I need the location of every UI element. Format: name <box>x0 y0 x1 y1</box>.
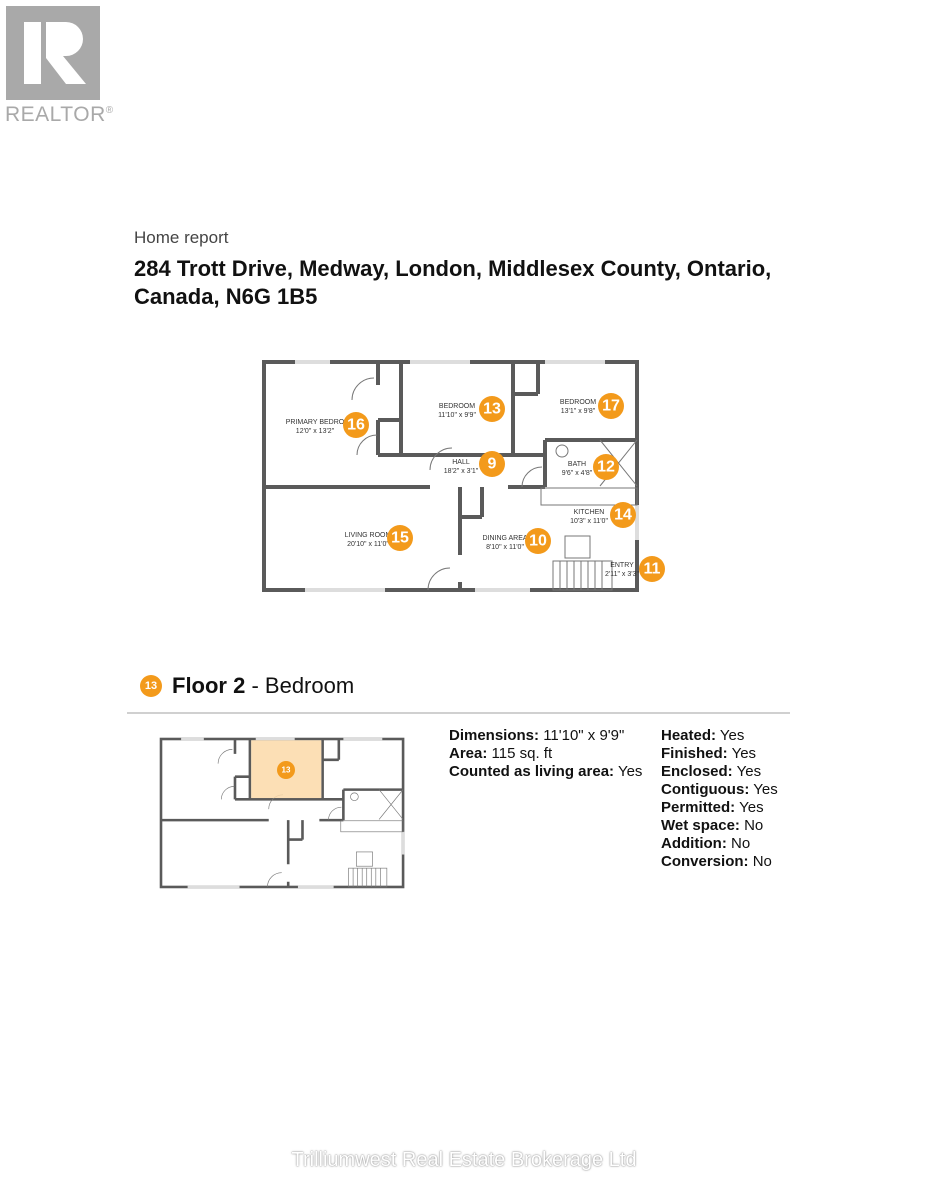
room-badge-number: 15 <box>391 530 409 547</box>
detail-key: Contiguous: <box>661 781 750 798</box>
room-badge-number: 17 <box>602 398 620 415</box>
divider <box>127 712 790 714</box>
detail-row: Addition: No <box>661 835 778 853</box>
room-badge-number: 12 <box>597 459 615 476</box>
detail-row: Wet space: No <box>661 817 778 835</box>
detail-key: Addition: <box>661 835 727 852</box>
brokerage-watermark: Trilliumwest Real Estate Brokerage Ltd <box>291 1149 637 1171</box>
room-location-thumbnail: 13 <box>159 737 405 889</box>
room-badge[interactable] <box>525 528 551 554</box>
room-dimensions: 20'10" x 11'0" <box>347 541 389 548</box>
detail-row: Heated: Yes <box>661 727 778 745</box>
detail-value: Yes <box>617 763 643 780</box>
detail-row: Finished: Yes <box>661 745 778 763</box>
room-label: LIVING ROOM <box>345 532 392 539</box>
address-line-1: 284 Trott Drive, Medway, London, Middles… <box>134 256 772 281</box>
detail-value: Yes <box>739 799 764 816</box>
logo-text: REALTOR <box>5 103 106 126</box>
detail-row: Contiguous: Yes <box>661 781 778 799</box>
room-label: BATH <box>568 461 586 468</box>
room-badge[interactable] <box>639 556 665 582</box>
detail-value: Yes <box>731 745 757 762</box>
floor-plan: PRIMARY BEDRO 12'0" x 13'2" 16 BEDROOM 11'10… <box>262 360 665 592</box>
room-badge[interactable] <box>610 502 636 528</box>
room-badge-number: 13 <box>483 401 501 418</box>
room-heading: 13 Floor 2 - Bedroom <box>140 673 354 699</box>
detail-value: Yes <box>719 727 745 744</box>
room-badge-number: 16 <box>347 417 365 434</box>
detail-value: No <box>752 853 772 870</box>
room-label: DINING AREA <box>482 535 527 542</box>
realtor-logo <box>6 6 100 100</box>
room-dimensions: 2'11" x 3'3" <box>605 571 639 578</box>
heading-separator: - <box>245 673 265 698</box>
property-address: 284 Trott Drive, Medway, London, Middles… <box>134 255 834 311</box>
registered-mark: ® <box>105 105 114 116</box>
room-badge[interactable] <box>479 396 505 422</box>
detail-key: Enclosed: <box>661 763 733 780</box>
detail-value: No <box>744 817 764 834</box>
thumbnail-room-badge <box>277 761 295 779</box>
detail-row: Dimensions: 11'10" x 9'9" <box>449 727 642 745</box>
thumbnail-badge-number: 13 <box>282 766 291 775</box>
room-badge-number: 14 <box>614 507 632 524</box>
room-badge[interactable] <box>479 451 505 477</box>
room-dimensions: 10'3" x 11'0" <box>570 518 608 525</box>
room-dimensions: 8'10" x 11'0" <box>486 544 524 551</box>
room-dimensions: 13'1" x 9'8" <box>561 408 596 415</box>
address-line-2: Canada, N6G 1B5 <box>134 284 318 309</box>
room-name: Bedroom <box>264 673 355 698</box>
detail-value: 11'10" x 9'9" <box>543 727 625 744</box>
detail-value: 115 sq. ft <box>491 745 553 762</box>
room-badge-number: 9 <box>488 456 497 473</box>
room-badge[interactable] <box>598 393 624 419</box>
room-label: PRIMARY BEDRO <box>286 419 345 426</box>
room-dimensions: 9'6" x 4'8" <box>562 470 593 477</box>
room-badge[interactable] <box>387 525 413 551</box>
detail-value: No <box>730 835 751 852</box>
detail-key: Counted as living area: <box>449 763 615 780</box>
detail-key: Permitted: <box>661 799 736 816</box>
room-badge-number: 11 <box>644 561 661 578</box>
realtor-wordmark: REALTOR® <box>5 103 114 127</box>
room-label: KITCHEN <box>574 509 605 516</box>
room-label: BEDROOM <box>560 399 596 406</box>
report-label: Home report <box>134 228 229 247</box>
room-label: HALL <box>452 459 470 466</box>
room-dimensions: 12'0" x 13'2" <box>296 428 335 435</box>
room-label: ENTRY <box>610 562 634 569</box>
detail-key: Conversion: <box>661 853 749 870</box>
detail-key: Wet space: <box>661 817 740 834</box>
detail-value: Yes <box>753 781 778 798</box>
room-label: BEDROOM <box>439 403 475 410</box>
detail-row: Permitted: Yes <box>661 799 778 817</box>
detail-key: Area: <box>449 745 488 762</box>
room-details-left: Dimensions: 11'10" x 9'9"Area: 115 sq. f… <box>449 727 642 781</box>
detail-row: Enclosed: Yes <box>661 763 778 781</box>
room-dimensions: 18'2" x 3'1" <box>444 468 479 475</box>
realtor-r-icon <box>24 22 86 84</box>
detail-row: Counted as living area: Yes <box>449 763 642 781</box>
room-number-badge: 13 <box>140 675 162 697</box>
detail-key: Finished: <box>661 745 728 762</box>
detail-row: Area: 115 sq. ft <box>449 745 642 763</box>
detail-value: Yes <box>736 763 762 780</box>
detail-key: Heated: <box>661 727 717 744</box>
room-badge-number: 10 <box>529 533 547 550</box>
room-badge[interactable] <box>593 454 619 480</box>
detail-row: Conversion: No <box>661 853 778 871</box>
detail-key: Dimensions: <box>449 727 540 744</box>
room-badge[interactable] <box>343 412 369 438</box>
floor-name: Floor 2 <box>172 673 246 698</box>
room-dimensions: 11'10" x 9'9" <box>438 412 476 419</box>
